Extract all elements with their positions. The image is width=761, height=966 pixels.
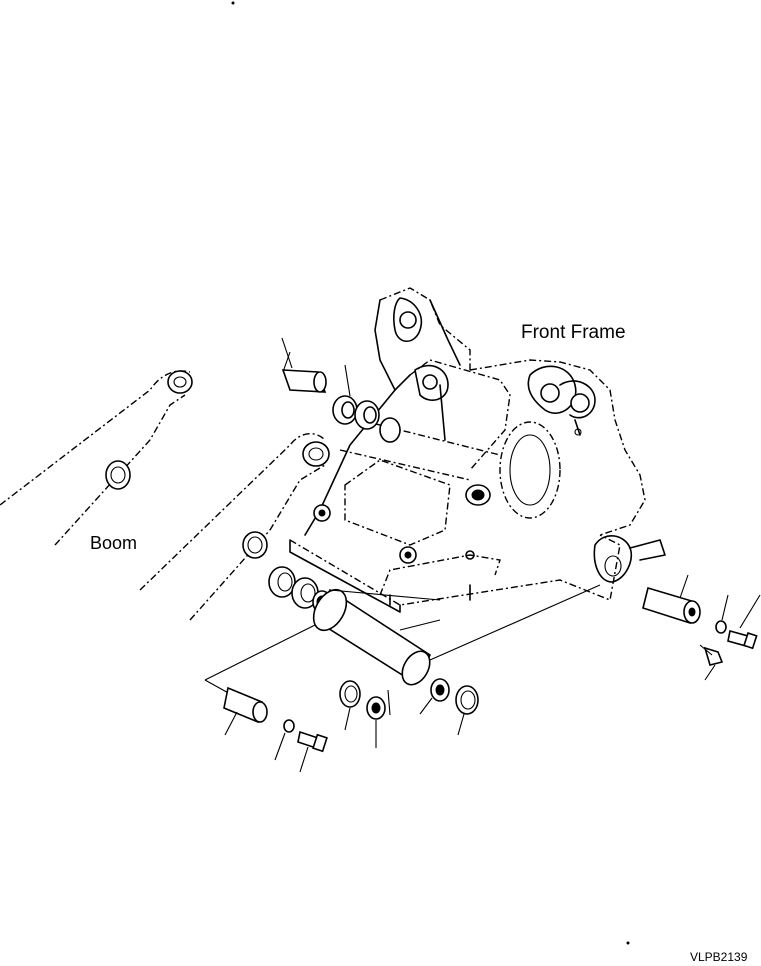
right-pin-assembly (642, 574, 761, 681)
boom (0, 370, 330, 621)
front-frame (289, 287, 666, 613)
boom-label: Boom (90, 533, 138, 553)
front-frame-label: Front Frame (521, 322, 626, 343)
loose-parts (223, 678, 479, 773)
upper-pin-assembly (281, 337, 401, 443)
lower-link-assembly (204, 566, 601, 706)
drawing-code: VLPB2139 (690, 950, 748, 964)
